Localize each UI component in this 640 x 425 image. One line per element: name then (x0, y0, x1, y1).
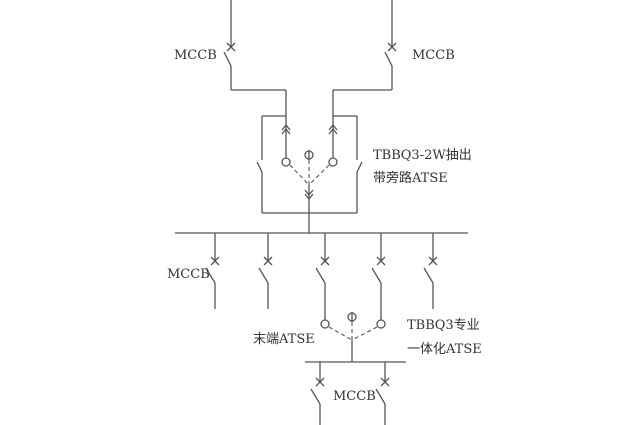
breaker-blade (371, 267, 382, 284)
breaker-blade (310, 388, 321, 405)
terminal-atse (320, 312, 386, 362)
breaker-x-mark-icon (380, 377, 390, 387)
breaker-x-mark-icon (226, 42, 236, 52)
breaker-x-mark-icon (428, 256, 438, 266)
bypass-blade-right (356, 161, 363, 173)
breaker-x-mark-icon (387, 42, 397, 52)
breaker-blade (205, 267, 216, 284)
branch-circuit-1 (205, 233, 220, 309)
breaker-blade (384, 51, 393, 67)
label-mccb-top-right: MCCB (412, 48, 455, 63)
contact-circle-icon (328, 157, 338, 167)
breaker-blade (223, 51, 232, 67)
bypass-atse-assembly (256, 115, 363, 233)
branch-circuit-5 (423, 233, 438, 309)
breaker-x-mark-icon (376, 256, 386, 266)
contact-circle-icon (281, 157, 291, 167)
branch-circuit-2 (258, 233, 273, 309)
outgoing-circuit-1 (310, 362, 325, 425)
breaker-x-mark-icon (315, 377, 325, 387)
incoming-feeder-left (223, 0, 287, 128)
breaker-blade (315, 267, 326, 284)
breaker-x-mark-icon (210, 256, 220, 266)
label-integrated-atse-line1: TBBQ3专业 (407, 318, 480, 333)
incoming-feeder-right (332, 0, 397, 128)
outgoing-circuit-2 (375, 362, 390, 425)
label-bypass-atse-line2: 带旁路ATSE (373, 170, 448, 186)
label-mccb-branch: MCCB (167, 267, 210, 282)
breaker-x-mark-icon (263, 256, 273, 266)
label-mccb-top-left: MCCB (174, 48, 217, 63)
label-mccb-bottom: MCCB (333, 389, 376, 404)
breaker-blade (258, 267, 269, 284)
breaker-x-mark-icon (320, 256, 330, 266)
contact-circle-icon (320, 319, 330, 329)
branch-circuit-4 (371, 233, 386, 320)
label-terminal-atse: 末端ATSE (253, 332, 315, 347)
breaker-blade (375, 388, 386, 405)
contact-circle-icon (376, 319, 386, 329)
label-bypass-atse-line1: TBBQ3-2W抽出 (373, 148, 472, 163)
bypass-blade-left (256, 161, 263, 173)
breaker-blade (423, 267, 434, 284)
label-integrated-atse-line2: 一体化ATSE (407, 342, 482, 357)
branch-circuit-3 (315, 233, 330, 320)
